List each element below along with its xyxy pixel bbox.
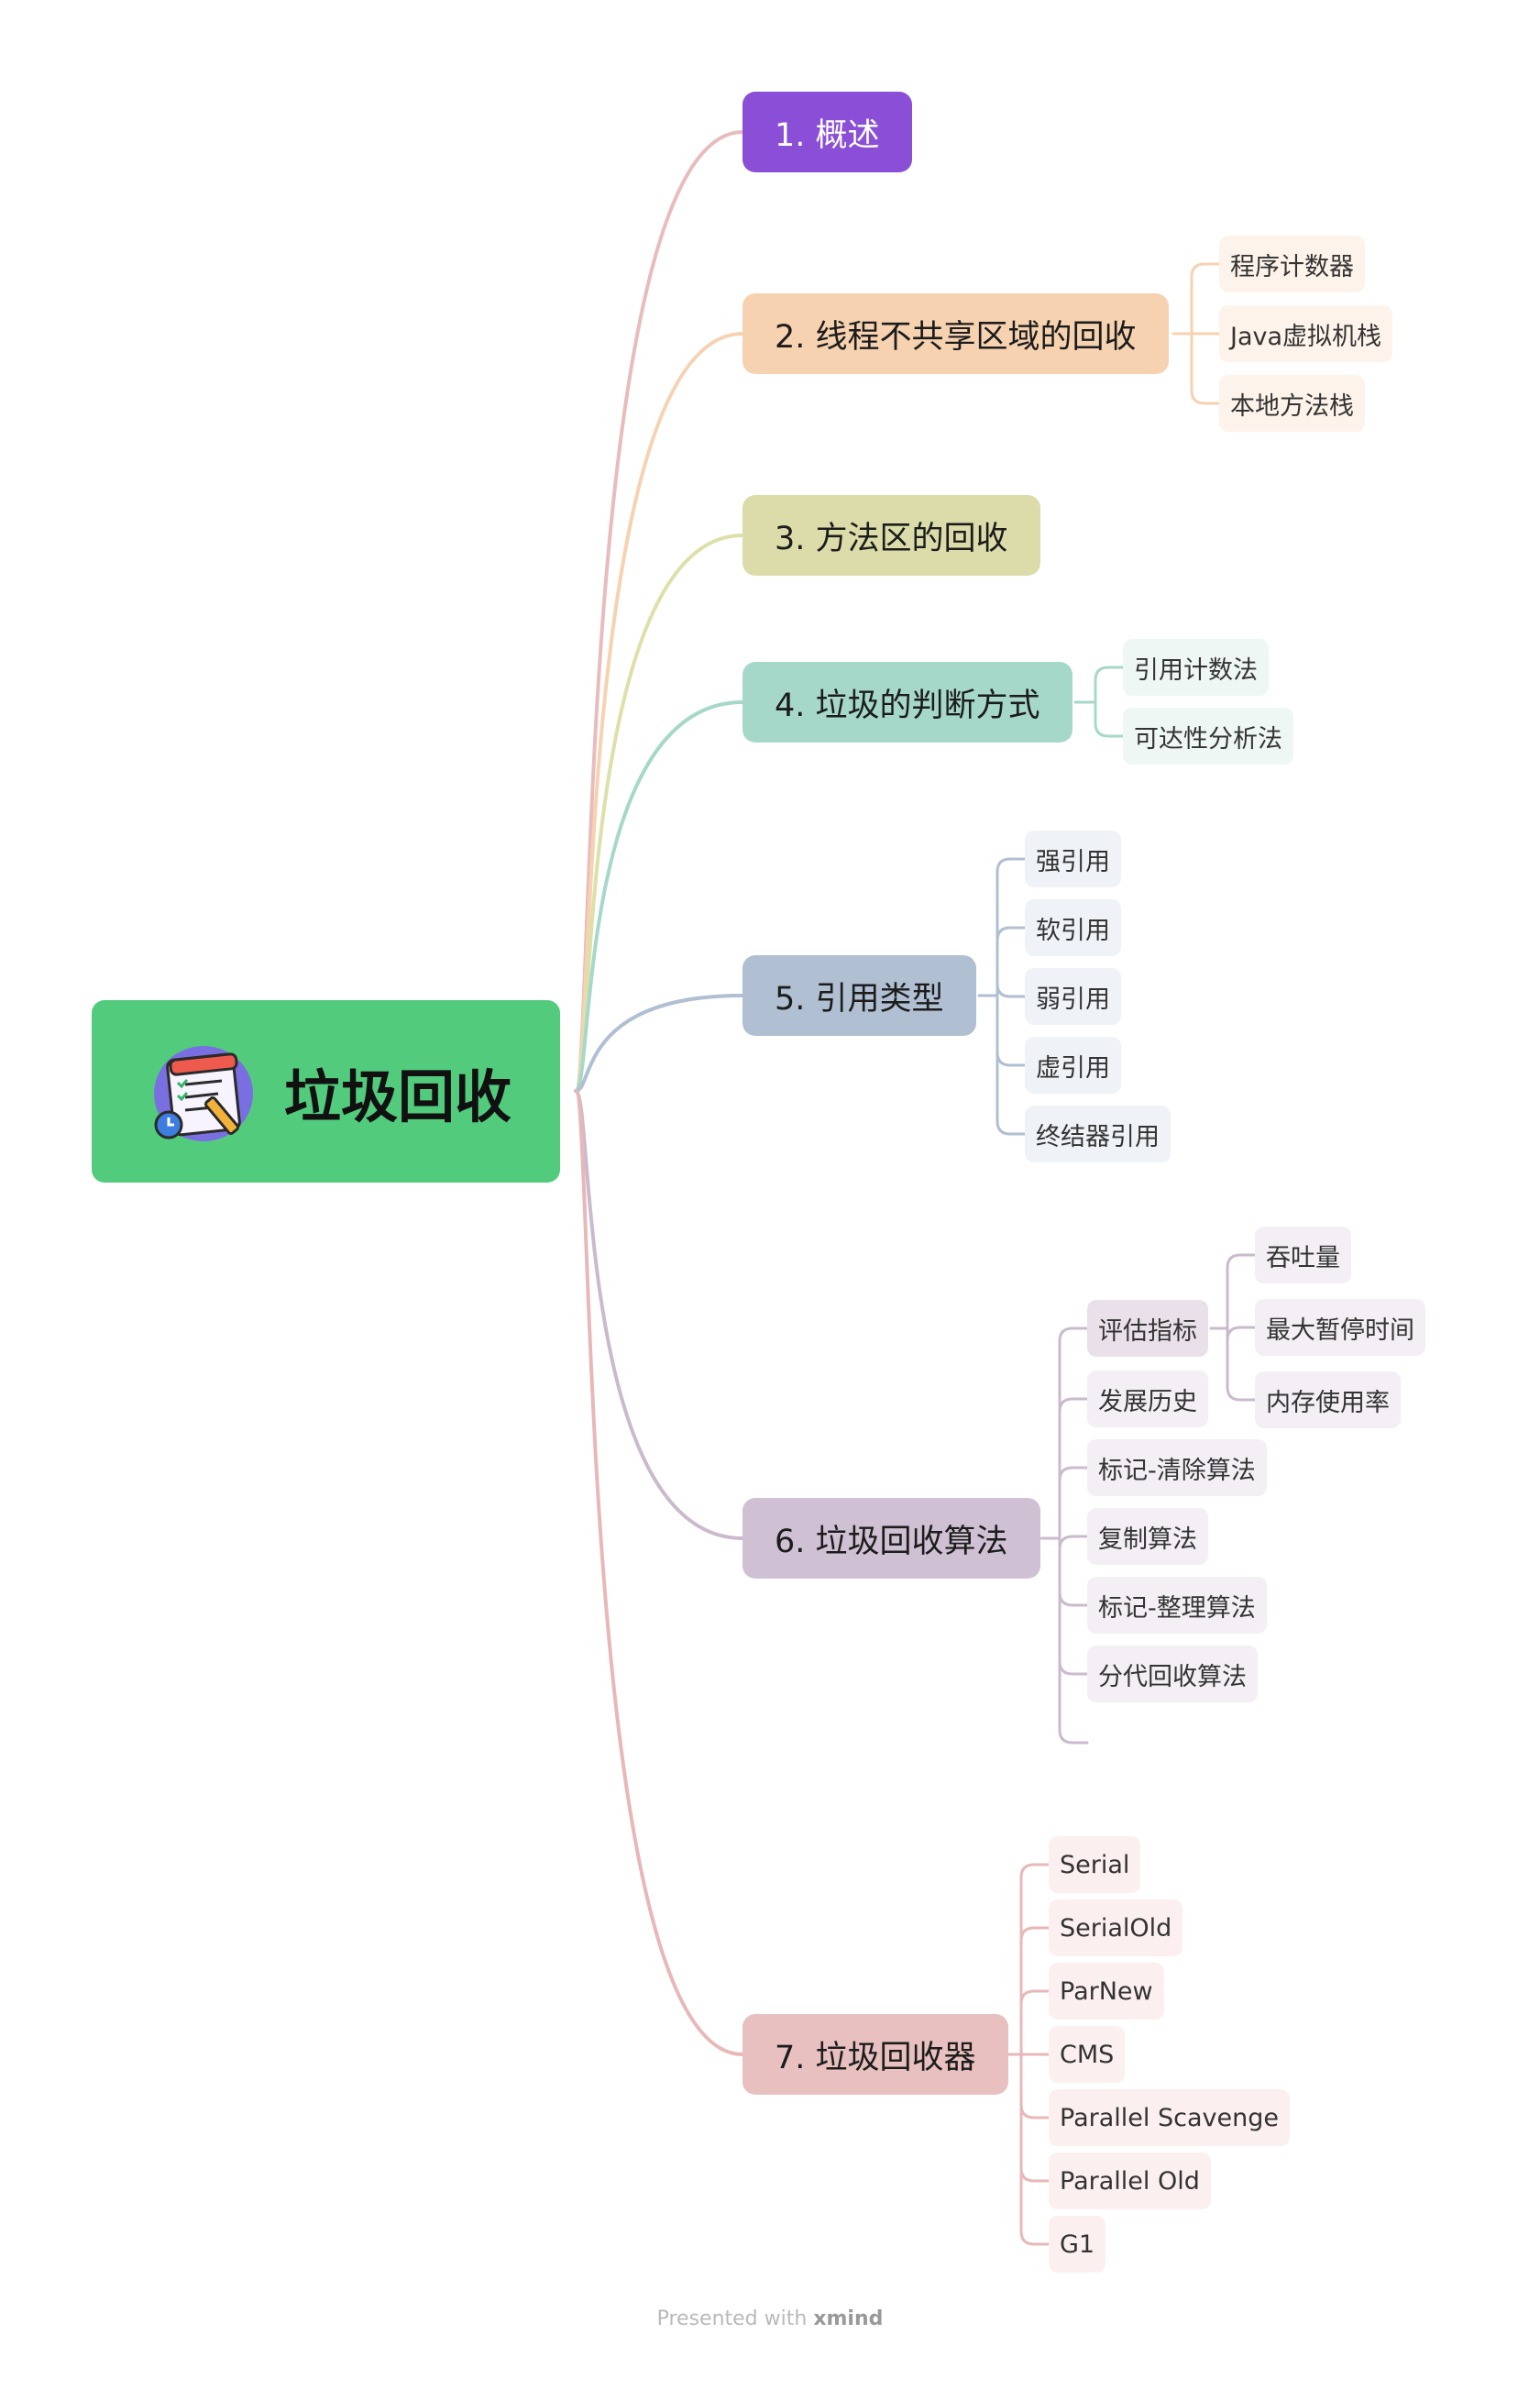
sub-subtopic[interactable]: 内存使用率 — [1255, 1371, 1401, 1428]
connector-line — [574, 1089, 744, 2056]
connector-line — [1019, 1926, 1050, 1943]
connector-line — [1019, 2229, 1050, 2246]
connector-line — [1226, 1385, 1257, 1402]
subtopic[interactable]: 终结器引用 — [1025, 1106, 1171, 1162]
sub-subtopic[interactable]: 吞吐量 — [1255, 1227, 1351, 1283]
connector-line — [1058, 1466, 1089, 1482]
subtopic[interactable]: Java虚拟机栈 — [1219, 305, 1393, 362]
subtopic[interactable]: 引用计数法 — [1123, 639, 1269, 696]
subtopic[interactable]: G1 — [1049, 2216, 1106, 2273]
footer-brand: xmind — [813, 2307, 884, 2330]
connector-line — [574, 1089, 744, 1540]
connector-line — [1058, 1397, 1089, 1414]
connector-line — [574, 130, 744, 1093]
connector-line — [1190, 389, 1221, 405]
connector-line — [1190, 262, 1221, 279]
connector-line — [574, 994, 744, 1093]
subtopic[interactable]: 可达性分析法 — [1123, 708, 1293, 765]
footer-prefix: Presented with — [656, 2307, 808, 2330]
connector-line — [1226, 1253, 1257, 1270]
connector-line — [1019, 2103, 1050, 2119]
subtopic[interactable]: CMS — [1049, 2026, 1126, 2083]
subtopic[interactable]: 标记-整理算法 — [1087, 1577, 1267, 1634]
connector-line — [1019, 1863, 1050, 1879]
subtopic[interactable]: 虚引用 — [1025, 1037, 1121, 1094]
connector-line — [1058, 1591, 1089, 1607]
branch-topic-4[interactable]: 4. 垃圾的判断方式 — [742, 662, 1072, 743]
subtopic[interactable]: 强引用 — [1025, 831, 1121, 887]
subtopic[interactable]: Parallel Scavenge — [1049, 2089, 1290, 2146]
checklist-notepad-icon — [147, 1037, 257, 1147]
connector-line — [996, 1051, 1027, 1067]
subtopic[interactable]: SerialOld — [1049, 1899, 1183, 1956]
subtopic[interactable]: 复制算法 — [1087, 1508, 1208, 1565]
connector-line — [574, 332, 744, 1093]
connector-line — [996, 982, 1027, 998]
connector-line — [1058, 1659, 1089, 1676]
root-topic[interactable]: 垃圾回收 — [92, 1000, 560, 1183]
subtopic[interactable]: Parallel Old — [1049, 2152, 1211, 2209]
subtopic-group[interactable]: 评估指标 — [1087, 1300, 1208, 1357]
branch-topic-7[interactable]: 7. 垃圾回收器 — [742, 2014, 1008, 2095]
connector-line — [996, 926, 1027, 942]
connector-line — [996, 1119, 1027, 1136]
branch-topic-3[interactable]: 3. 方法区的回收 — [742, 495, 1040, 576]
connector-line — [1094, 666, 1125, 682]
connector-line — [1226, 1326, 1257, 1342]
connector-line — [1058, 1327, 1089, 1343]
root-title: 垃圾回收 — [284, 1062, 512, 1130]
subtopic[interactable]: ParNew — [1049, 1963, 1164, 2020]
connector-line — [1019, 2166, 1050, 2183]
connector-line — [1058, 1535, 1089, 1551]
branch-topic-1[interactable]: 1. 概述 — [742, 92, 912, 172]
connector-line — [1058, 1728, 1089, 1745]
subtopic[interactable]: 发展历史 — [1087, 1371, 1208, 1427]
connector-line — [574, 700, 744, 1093]
footer-credit: Presented with xmind — [0, 2307, 1540, 2330]
connector-line — [1094, 721, 1125, 738]
branch-topic-2[interactable]: 2. 线程不共享区域的回收 — [742, 293, 1169, 374]
subtopic[interactable]: 本地方法栈 — [1219, 375, 1365, 432]
subtopic[interactable]: 程序计数器 — [1219, 236, 1365, 292]
subtopic[interactable]: 分代回收算法 — [1087, 1646, 1258, 1702]
branch-topic-5[interactable]: 5. 引用类型 — [742, 955, 976, 1036]
sub-subtopic[interactable]: 最大暂停时间 — [1255, 1299, 1425, 1356]
connector-line — [996, 857, 1027, 874]
connector-line — [1019, 1989, 1050, 2006]
subtopic[interactable]: 标记-清除算法 — [1087, 1439, 1267, 1496]
subtopic[interactable]: 软引用 — [1025, 899, 1121, 956]
subtopic[interactable]: Serial — [1049, 1836, 1141, 1893]
branch-topic-6[interactable]: 6. 垃圾回收算法 — [742, 1498, 1040, 1579]
subtopic[interactable]: 弱引用 — [1025, 968, 1121, 1025]
